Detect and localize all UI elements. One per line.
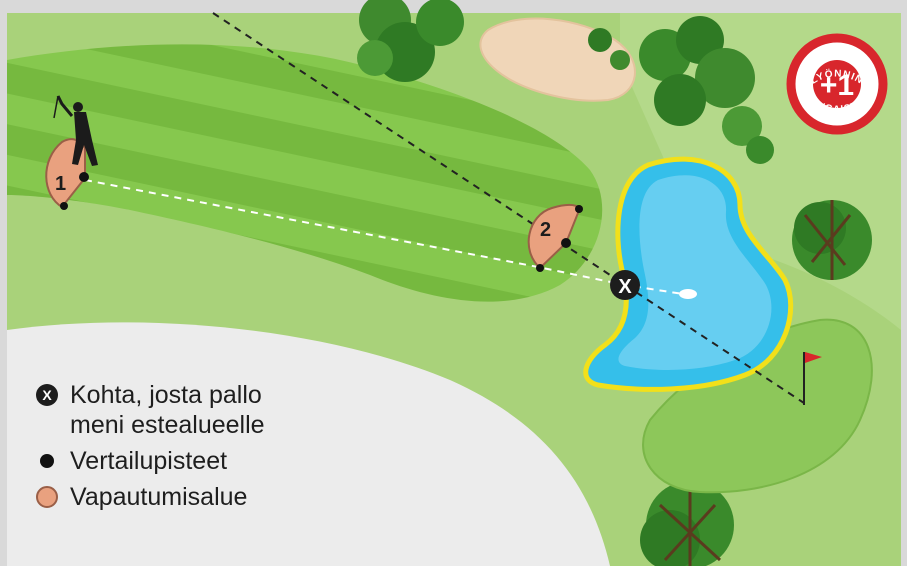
reference-point-2c [536, 264, 544, 272]
dot-icon [40, 454, 54, 468]
x-icon: X [36, 384, 58, 406]
reference-point-1 [79, 172, 89, 182]
relief-area-2-label: 2 [540, 219, 551, 241]
legend-entry-point-text: Kohta, josta pallo meni estealueelle [70, 380, 265, 440]
reference-point-2b [575, 205, 583, 213]
reference-point-2 [561, 238, 571, 248]
entry-point-label: X [618, 276, 632, 298]
legend-reference-points-text: Vertailupisteet [70, 446, 227, 476]
reference-point-1b [60, 202, 68, 210]
legend-relief-area: Vapautumisalue [36, 482, 356, 512]
legend-relief-area-mark [36, 482, 70, 512]
ball-splash [679, 289, 697, 299]
legend: X Kohta, josta pallo meni estealueelle V… [36, 380, 356, 512]
legend-entry-point: X Kohta, josta pallo meni estealueelle [36, 380, 356, 440]
legend-reference-points: Vertailupisteet [36, 446, 356, 476]
legend-reference-points-mark [36, 446, 70, 476]
relief-area-1-label: 1 [55, 173, 66, 195]
relief-area-icon [36, 486, 58, 508]
legend-relief-area-text: Vapautumisalue [70, 482, 247, 512]
legend-entry-point-mark: X [36, 380, 70, 410]
penalty-badge: +1 LYÖNNIN RANGAISTUS [789, 36, 885, 132]
